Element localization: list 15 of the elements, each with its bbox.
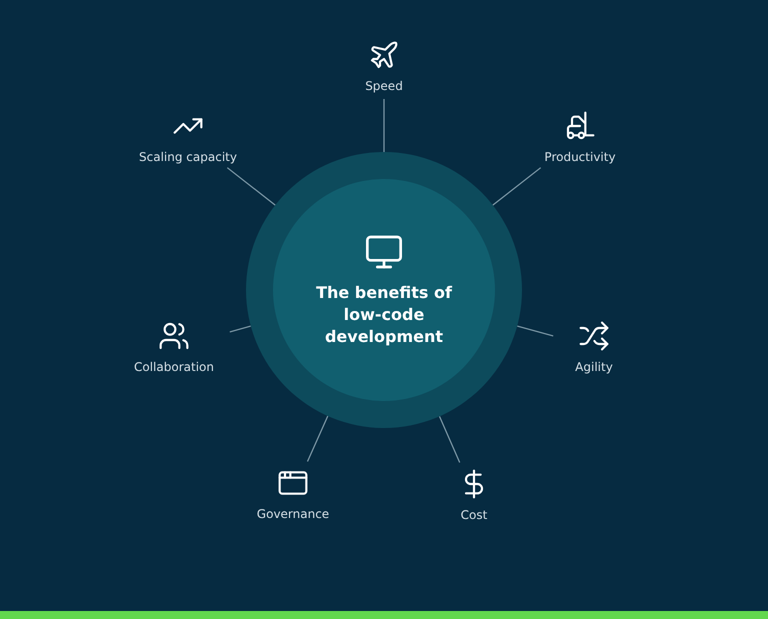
benefit-label: Productivity <box>544 150 616 164</box>
benefit-label: Collaboration <box>134 360 214 374</box>
benefit-label: Speed <box>365 79 403 93</box>
benefit-label: Cost <box>460 508 488 522</box>
connector-line <box>438 416 460 463</box>
connector-line <box>306 416 328 462</box>
benefit-label: Governance <box>256 507 330 521</box>
connector-line <box>517 326 554 336</box>
connector-line <box>383 99 385 152</box>
hub-title: The benefits of low-code development <box>315 282 454 348</box>
benefit-label: Agility <box>575 360 613 374</box>
benefit-label: Scaling capacity <box>139 150 237 164</box>
connector-line <box>230 326 251 332</box>
connector-line <box>492 167 542 206</box>
connector-line <box>226 167 276 206</box>
